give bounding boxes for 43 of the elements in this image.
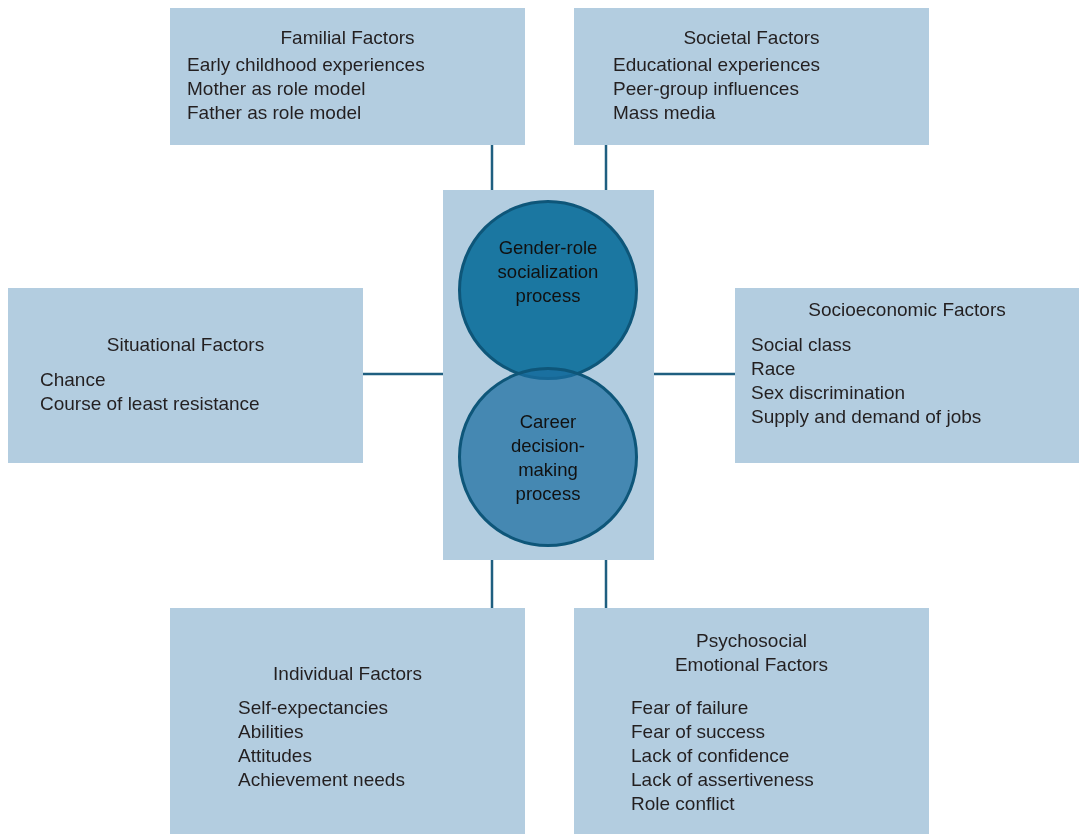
- factor-item: Educational experiences: [613, 53, 821, 77]
- factor-item: Chance: [40, 368, 106, 392]
- factor-item: Attitudes: [238, 744, 312, 768]
- factor-item: Race: [751, 357, 796, 381]
- factor-item: Sex discrimination: [751, 381, 906, 405]
- connector-line: [604, 145, 608, 190]
- connector-line: [490, 560, 494, 608]
- factor-item: Supply and demand of jobs: [751, 405, 982, 429]
- factor-item: Lack of assertiveness: [631, 768, 814, 792]
- container-box: [443, 190, 654, 560]
- factor-box: [574, 8, 929, 145]
- factor-item: Role conflict: [631, 792, 735, 816]
- box-heading: Psychosocial Emotional Factors: [673, 629, 830, 677]
- factor-item: Course of least resistance: [40, 392, 260, 416]
- factor-box: [170, 8, 525, 145]
- box-heading: Familial Factors: [279, 26, 416, 50]
- factor-box: [170, 608, 525, 834]
- factor-item: Social class: [751, 333, 852, 357]
- box-heading: Individual Factors: [272, 662, 423, 686]
- factor-box: [735, 288, 1079, 463]
- box-heading: Societal Factors: [682, 26, 821, 50]
- factor-item: Father as role model: [187, 101, 362, 125]
- factor-box: [8, 288, 363, 463]
- connector-line: [654, 372, 735, 376]
- factor-item: Abilities: [238, 720, 304, 744]
- factor-item: Peer-group influences: [613, 77, 799, 101]
- factor-item: Early childhood experiences: [187, 53, 425, 77]
- process-label: Gender-role socialization process: [496, 236, 600, 308]
- box-heading: Situational Factors: [105, 333, 266, 357]
- factor-item: Mass media: [613, 101, 716, 125]
- connector-line: [363, 372, 443, 376]
- process-label: Career decision-making process: [509, 410, 586, 506]
- box-heading: Socioeconomic Factors: [807, 298, 1007, 322]
- connector-line: [490, 145, 494, 190]
- connector-line: [604, 560, 608, 608]
- factor-item: Achievement needs: [238, 768, 405, 792]
- factor-item: Self-expectancies: [238, 696, 388, 720]
- factor-item: Fear of failure: [631, 696, 749, 720]
- factor-item: Mother as role model: [187, 77, 366, 101]
- factor-box: [574, 608, 929, 834]
- process-circle: [458, 367, 638, 547]
- factor-item: Lack of confidence: [631, 744, 790, 768]
- factor-item: Fear of success: [631, 720, 766, 744]
